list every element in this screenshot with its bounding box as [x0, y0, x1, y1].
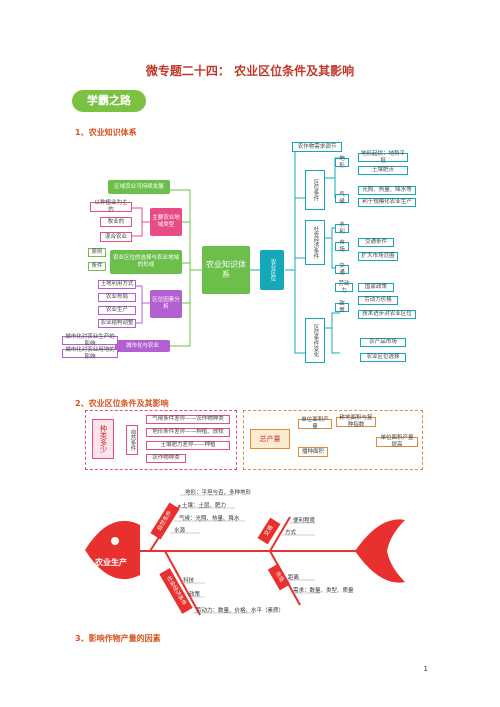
note-item: 土壤肥沃 — [358, 166, 408, 175]
note-item: 利于规模化农业生产 — [358, 198, 416, 207]
mindmap: 区域农业可持续发展 主要农业地域类型 以种植业为主的 牧业的 混合农业 农业区位… — [62, 138, 430, 383]
node-core: 农业区位 — [260, 250, 284, 290]
node-location-choice: 农业区位的选择与农业地域的形成 — [110, 250, 182, 274]
factor-item: 农业生产 — [98, 306, 136, 315]
bone-item: 科技 — [183, 578, 195, 584]
note-item: 农产品市场 — [360, 338, 406, 347]
note-item: 地形起伏：地势平坦 — [358, 151, 408, 164]
node-urbanization: 城市化与农业 — [115, 340, 170, 352]
farm-type-item: 混合农业 — [100, 232, 132, 242]
node-farm-types: 主要农业地域类型 — [150, 208, 182, 236]
kinds-label: 种类多少 — [99, 425, 108, 453]
core-label: 农业区位 — [269, 259, 276, 281]
natural-label: 自然条件 — [129, 429, 136, 451]
right-item: 水利 — [335, 222, 349, 235]
note-item: 国家政策 — [358, 283, 394, 292]
kinds-panel: 种类多少 自然条件 气候条件差异——农作物种类 地形条件差异——种植、放牧 土壤… — [85, 410, 237, 470]
right-item: 政策 — [335, 301, 349, 314]
urban-item: 城市化对农业生产的影响 — [62, 334, 118, 347]
node-center: 农业知识体系 — [202, 246, 250, 294]
bone-item: 气候：光照、热量、降水 — [179, 516, 240, 522]
bone-item: 地形：平坦与否，多种地形 — [185, 490, 252, 496]
note-item: 技术进步对农业区位 — [358, 310, 416, 319]
bone-item: 方式 — [285, 530, 297, 536]
fishbone-diagram: 农业生产 自然条件 交通 社会经济条件 市场 地形：平坦与否，多种地形 土壤：土… — [75, 475, 425, 625]
yield-box: 总产量 — [250, 429, 290, 449]
farm-type-item: 以种植业为主的 — [90, 200, 132, 213]
note-item: 农业区位选择 — [360, 353, 406, 362]
natural-label-box: 自然条件 — [126, 425, 138, 455]
right-item: 气候 — [335, 192, 349, 205]
group-label: 区位条件 — [312, 179, 319, 201]
bone-item: 土壤：土层、肥力 — [182, 503, 227, 509]
section-heading-3: 3、影响作物产量的因素 — [75, 634, 161, 643]
note-item: 光照、热量、降水等 — [358, 186, 416, 195]
natural-item: 土壤肥力差异——种植 — [146, 441, 230, 450]
group-socio-economic: 社会经济条件 — [305, 220, 325, 265]
fishbone-svg — [85, 494, 405, 616]
node-factor-analysis: 区位因素分析 — [150, 290, 182, 318]
right-item: 市场 — [335, 240, 349, 253]
banner-badge: 学霸之路 — [72, 90, 146, 112]
bone-item: 需求：数量、类型、质量 — [293, 588, 354, 594]
factor-item: 农业布局 — [98, 293, 136, 302]
section-heading-2: 2、农业区位条件及其影响 — [75, 399, 169, 408]
group-condition-change: 区位条件变化 — [305, 318, 325, 363]
page-number: 1 — [423, 665, 428, 673]
right-item: 劳动力 — [335, 281, 353, 294]
yield-item: 耕地面积与复种指数 — [336, 415, 376, 428]
fish-head-label: 农业生产 — [95, 558, 127, 567]
natural-item: 农作物种类 — [146, 454, 186, 463]
factor-item: 土地利用方式 — [98, 280, 136, 289]
yield-item: 单位面积产量提高 — [376, 435, 418, 448]
right-item: 交通 — [335, 263, 349, 276]
group-location-conditions: 区位条件 — [305, 170, 325, 210]
bone-item: 距离 — [288, 575, 300, 581]
yield-item: 播种面积 — [298, 447, 328, 457]
natural-item: 地形条件差异——种植、放牧 — [146, 428, 230, 437]
kinds-box: 种类多少 — [92, 419, 114, 459]
bone-item: 劳动力：数量、价格、水平（素质） — [196, 608, 285, 614]
bone-item: 政策 — [189, 592, 201, 598]
choice-item: 原则 — [88, 248, 106, 257]
factor-item: 农业结构调整 — [98, 319, 136, 328]
note-item: 扩大市场范围 — [358, 252, 398, 261]
group-label: 社会经济条件 — [312, 226, 319, 259]
note-item: 交通条件 — [358, 238, 394, 247]
bone-item: 水源 — [174, 528, 186, 534]
bone-item: 便利程度 — [293, 518, 316, 524]
farm-type-item: 牧业的 — [100, 217, 132, 227]
natural-item: 气候条件差异——农作物种类 — [146, 415, 230, 424]
urban-item: 城市化对农业用地的影响 — [62, 347, 118, 360]
node-demand: 农作物需求调节 — [292, 142, 342, 152]
fish-eye — [111, 537, 119, 545]
right-item: 地形 — [335, 156, 349, 169]
section-heading-1: 1、农业知识体系 — [75, 128, 137, 137]
note-item: 劳动力价格 — [358, 296, 398, 305]
fish-tail-shape — [355, 519, 405, 583]
yield-item: 单位面积产量 — [298, 417, 332, 430]
group-label: 区位条件变化 — [312, 324, 319, 357]
yield-panel: 总产量 单位面积产量 播种面积 耕地面积与复种指数 单位面积产量提高 — [243, 410, 423, 470]
page-title: 微专题二十四： 农业区位条件及其影响 — [145, 64, 355, 78]
choice-item: 条件 — [88, 262, 106, 271]
fish-head-shape — [85, 520, 140, 580]
node-sustainable: 区域农业可持续发展 — [108, 180, 170, 194]
